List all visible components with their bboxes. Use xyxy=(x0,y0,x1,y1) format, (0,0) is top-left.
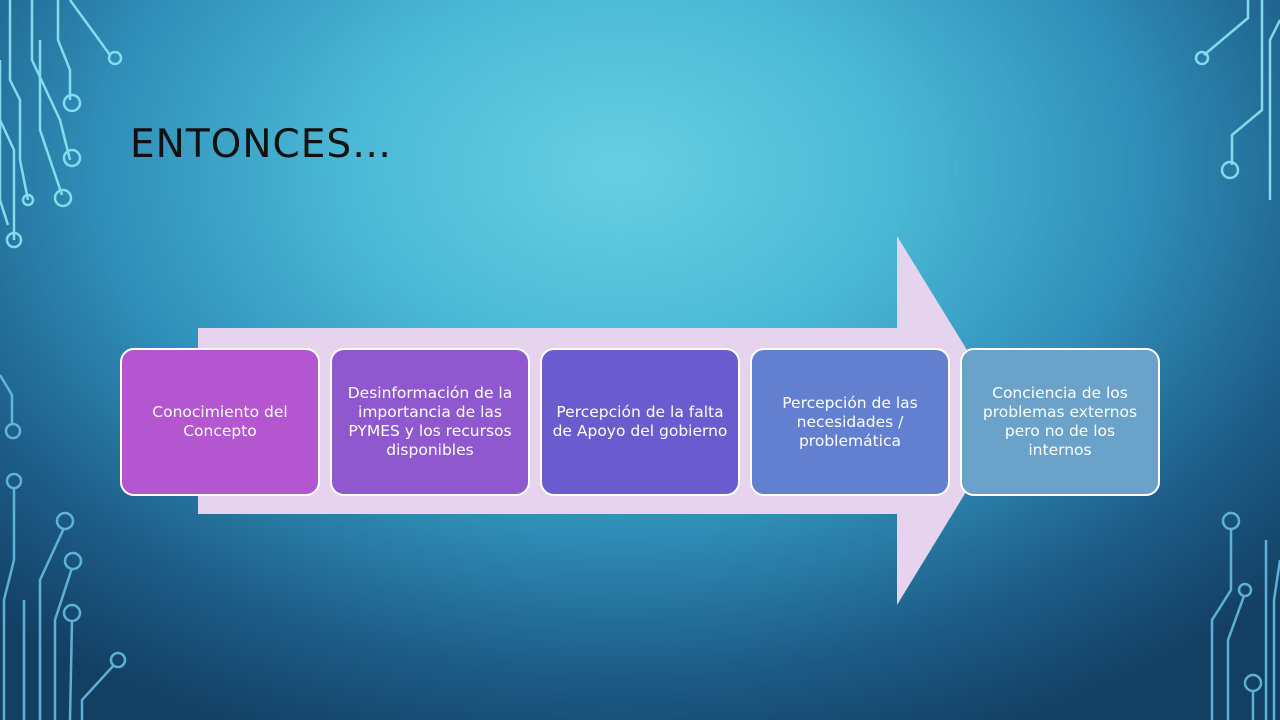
step-4-label: Percepción de las necesidades / problemá… xyxy=(782,393,918,450)
step-1-label: Conocimiento del Concepto xyxy=(152,403,288,440)
step-2-label: Desinformación de la importancia de las … xyxy=(347,384,513,459)
step-5-box: Conciencia de los problemas externos per… xyxy=(960,348,1160,496)
step-1-box: Conocimiento del Concepto xyxy=(120,348,320,496)
step-3-box: Percepción de la falta de Apoyo del gobi… xyxy=(540,348,740,496)
slide-title: ENTONCES… xyxy=(130,122,393,167)
step-5-label: Conciencia de los problemas externos per… xyxy=(982,384,1138,459)
step-4-box: Percepción de las necesidades / problemá… xyxy=(750,348,950,496)
step-2-box: Desinformación de la importancia de las … xyxy=(330,348,530,496)
step-3-label: Percepción de la falta de Apoyo del gobi… xyxy=(552,403,728,440)
